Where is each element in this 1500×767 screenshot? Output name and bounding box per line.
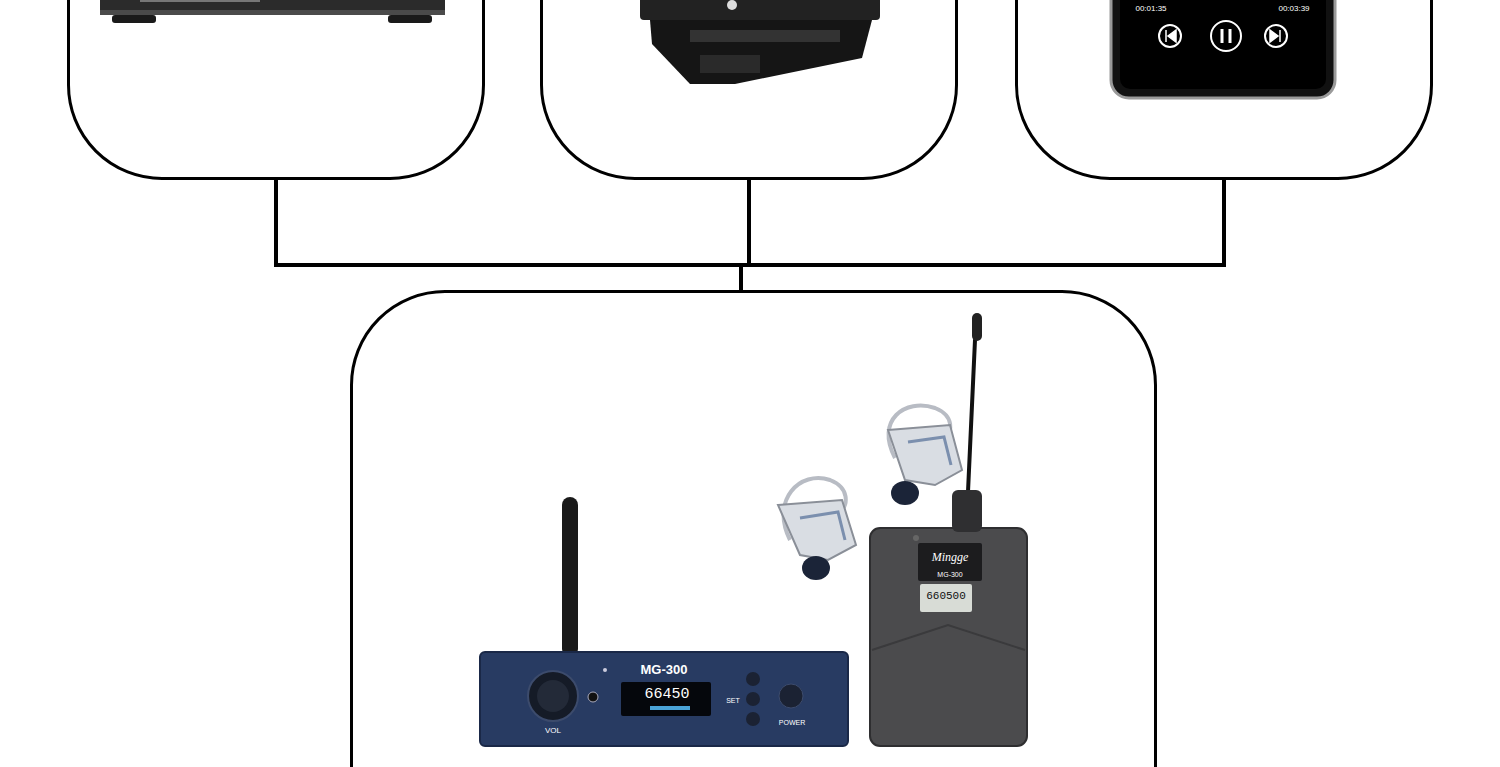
volume-knob	[528, 671, 578, 721]
ear-tip	[891, 481, 919, 505]
bodypack-receiver	[870, 490, 1027, 746]
earphone-face	[800, 512, 845, 540]
power-button	[779, 684, 803, 708]
logo-plate	[918, 543, 982, 581]
connector-line	[741, 180, 1224, 290]
holder-slot	[690, 30, 840, 42]
earphone-shell	[778, 500, 856, 560]
device-label: VOL	[545, 727, 561, 735]
display	[621, 682, 711, 716]
holder-top	[640, 0, 880, 20]
bodypack-body	[870, 528, 1027, 746]
antenna-tip	[972, 313, 982, 341]
phone	[1111, 0, 1335, 98]
led	[603, 668, 607, 672]
device-label: Mingge	[932, 551, 969, 563]
transmitter	[480, 652, 848, 746]
pause-icon	[1222, 29, 1230, 43]
device-edge	[100, 10, 445, 15]
device-label: 00:01:35	[1135, 5, 1166, 13]
connector-line	[276, 180, 741, 290]
rounded-panel: 00:01:35 00:03:39	[1015, 0, 1433, 180]
phone-screen	[1120, 0, 1326, 89]
prev-button	[1159, 25, 1181, 47]
rounded-panel	[67, 0, 485, 180]
next-icon	[1270, 30, 1280, 42]
device-label: SET	[726, 697, 740, 704]
device-label: MG-300	[641, 663, 688, 676]
device-label: 00:03:39	[1278, 5, 1309, 13]
device-body	[100, 0, 445, 15]
earphone	[778, 478, 856, 580]
up-button	[746, 672, 760, 686]
device-foot	[388, 15, 432, 23]
holder-base	[650, 20, 872, 84]
holder-clip	[700, 55, 760, 73]
holder-stand	[640, 0, 880, 84]
device-foot	[112, 15, 156, 23]
phone-body	[1111, 0, 1335, 98]
holder-logo	[727, 0, 737, 10]
knob-cap	[537, 680, 569, 712]
next-button	[1265, 25, 1287, 47]
led	[913, 535, 919, 541]
prev-icon	[1166, 30, 1176, 42]
bodypack-display	[920, 584, 972, 612]
earphone	[888, 406, 962, 505]
down-button	[746, 712, 760, 726]
earphone-face	[908, 437, 951, 465]
device-label: 660500	[926, 591, 966, 602]
device-label: MG-300	[937, 571, 962, 578]
set-button	[746, 692, 760, 706]
rounded-panel	[540, 0, 958, 180]
antenna-base	[952, 490, 982, 532]
headphone-jack	[588, 692, 598, 702]
transmitter-antenna	[562, 497, 578, 657]
pause-button	[1211, 21, 1241, 51]
level-bar	[650, 706, 690, 710]
device-panel	[140, 0, 260, 2]
earphone-shell	[888, 425, 962, 485]
device-label: 66450	[644, 687, 689, 702]
transmitter-body	[480, 652, 848, 746]
ear-tip	[802, 556, 830, 580]
rounded-panel: MG-300 66450VOL SET POWER MinggeMG-300 660500	[350, 290, 1157, 767]
bodypack-ridge	[872, 625, 1025, 650]
amplifier-device	[100, 0, 445, 23]
device-label: POWER	[779, 719, 805, 726]
